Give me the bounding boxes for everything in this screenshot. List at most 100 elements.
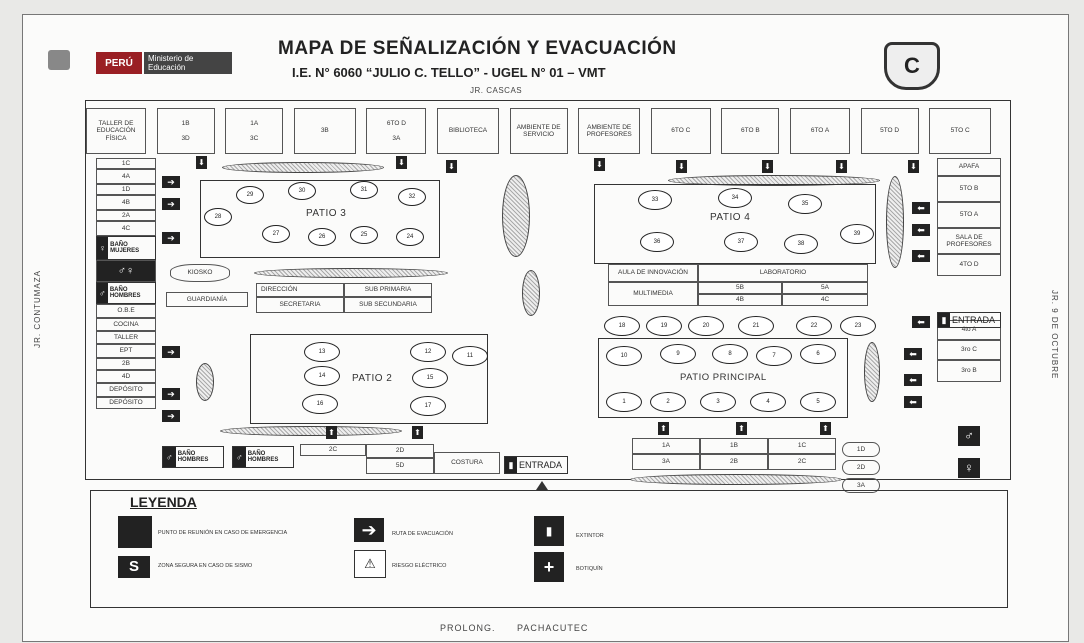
right-room-1: 5TO B xyxy=(937,176,1001,202)
left-room-2: 1D xyxy=(96,184,156,195)
meeting-point-p4-3: 36 xyxy=(640,232,674,252)
small-room-2: 3A xyxy=(842,478,880,493)
room-4c: 4C xyxy=(782,294,868,306)
legend-extinguisher: EXTINTOR xyxy=(576,533,604,539)
evacuation-arrow-left-icon: ⬅ xyxy=(904,396,922,408)
evacuation-arrow-down-icon: ⬇ xyxy=(676,160,687,173)
safe-zone-legend-icon: S xyxy=(118,556,150,578)
evacuation-arrow-left-icon: ⬅ xyxy=(912,316,930,328)
legend-evacuation-route: RUTA DE EVACUACIÓN xyxy=(392,531,453,537)
top-room-label: 6TO D xyxy=(386,119,406,127)
safe-zone-principal-right xyxy=(864,342,880,402)
evacuation-arrow-right-icon: ➔ xyxy=(162,346,180,358)
left-room-bano-8: ♂BAÑO HOMBRES xyxy=(96,282,156,304)
sub-secundaria: SUB SECUNDARIA xyxy=(344,297,432,313)
left-room-3: 4B xyxy=(96,195,156,210)
meeting-point-p4-6: 39 xyxy=(840,224,874,244)
meeting-point-pt-0: 18 xyxy=(604,316,640,336)
top-room-sublabel: 3D xyxy=(181,134,190,142)
room-2c: 2C xyxy=(300,444,366,456)
evacuation-arrow-down-icon: ⬇ xyxy=(446,160,457,173)
meeting-point-p2-1: 12 xyxy=(410,342,446,362)
top-room-9: 6TO B xyxy=(721,108,780,154)
bottom-right-room-1-1: 2B xyxy=(700,454,768,470)
evacuation-arrow-right-icon: ➔ xyxy=(162,198,180,210)
safe-zone-patio2-bottom xyxy=(220,426,402,436)
meeting-point-pp-2: 8 xyxy=(712,344,748,364)
top-room-label: 5TO D xyxy=(880,127,900,135)
top-room-label: BIBLIOTECA xyxy=(448,127,488,135)
meeting-point-p4-5: 38 xyxy=(784,234,818,254)
meeting-point-p4-1: 34 xyxy=(718,188,752,208)
legend-first-aid: BOTIQUÍN xyxy=(576,566,603,572)
secretaria: SECRETARIA xyxy=(256,297,344,313)
patio-4-label: PATIO 4 xyxy=(710,212,751,223)
evacuation-arrow-left-icon: ⬅ xyxy=(912,202,930,214)
room-5d: 5D xyxy=(366,458,434,474)
entrada-sign-bottom: ▮ENTRADA xyxy=(504,456,568,474)
restroom-woman-icon: ♀ xyxy=(958,458,980,478)
meeting-point-pp-5: 1 xyxy=(606,392,642,412)
meeting-point-p2-6: 17 xyxy=(410,396,446,416)
top-room-label: AMBIENTE DE PROFESORES xyxy=(586,123,632,138)
bottom-right-room-1-0: 3A xyxy=(632,454,700,470)
evacuation-arrow-down-icon: ⬇ xyxy=(594,158,605,171)
bottom-right-room-1-2: 2C xyxy=(768,454,836,470)
meeting-point-p2-5: 16 xyxy=(302,394,338,414)
safe-zone-bottom-right xyxy=(630,474,842,485)
top-room-8: 6TO C xyxy=(650,108,711,154)
evacuation-arrow-right-icon: ➔ xyxy=(162,388,180,400)
top-room-11: 5TO D xyxy=(860,108,919,154)
top-room-label: 6TO B xyxy=(741,127,760,135)
legend-meeting-point: PUNTO DE REUNIÓN EN CASO DE EMERGENCIA xyxy=(158,530,288,536)
evacuation-route-legend-icon: ➔ xyxy=(354,518,384,542)
safe-zone-center-small xyxy=(522,270,540,316)
patio-3 xyxy=(200,180,440,258)
left-room-14: 4D xyxy=(96,370,156,383)
meeting-point-pp-9: 5 xyxy=(800,392,836,412)
school-logo-icon: C xyxy=(884,42,940,90)
bottom-right-room-0-0: 1A xyxy=(632,438,700,454)
patio-principal-label: PATIO PRINCIPAL xyxy=(680,372,767,383)
restroom-pair-icon: ♂♀ xyxy=(96,260,156,282)
patio-2 xyxy=(250,334,488,424)
top-room-label: 3B xyxy=(320,127,329,135)
right-room-2: 5TO A xyxy=(937,202,1001,228)
safe-zone-patio2-left xyxy=(196,363,214,401)
meeting-point-p4-2: 35 xyxy=(788,194,822,214)
safe-zone-center-oval xyxy=(502,175,530,257)
evacuation-arrow-right-icon: ➔ xyxy=(162,410,180,422)
extinguisher-legend-icon: ▮ xyxy=(534,516,564,546)
man-icon: ♂ xyxy=(97,283,108,303)
meeting-point-pp-7: 3 xyxy=(700,392,736,412)
meeting-point-pp-3: 7 xyxy=(756,346,792,366)
direccion: DIRECCIÓN xyxy=(256,283,344,297)
left-room-13: 2B xyxy=(96,358,156,370)
safe-zone-left-vertical xyxy=(886,176,904,268)
meeting-point-pp-4: 6 xyxy=(800,344,836,364)
meeting-point-pt-4: 22 xyxy=(796,316,832,336)
top-room-label: 6TO C xyxy=(671,127,691,135)
aula-innovacion: AULA DE INNOVACIÓN xyxy=(608,264,698,282)
right-room-4: 4TO D xyxy=(937,254,1001,276)
warning-icon xyxy=(536,481,548,490)
evacuation-arrow-up-icon: ⬆ xyxy=(412,426,423,439)
meeting-point-pp-6: 2 xyxy=(650,392,686,412)
top-room-sublabel: 3A xyxy=(392,134,401,142)
meeting-point-p3-3: 32 xyxy=(398,188,426,206)
evacuation-arrow-down-icon: ⬇ xyxy=(396,156,407,169)
right-room-3: SALA DE PROFESORES xyxy=(937,228,1001,254)
costura: COSTURA xyxy=(434,452,500,474)
evacuation-arrow-up-icon: ⬆ xyxy=(326,426,337,439)
meeting-point-p4-0: 33 xyxy=(638,190,672,210)
ministerio-badge: Ministerio de Educación xyxy=(144,52,232,74)
multimedia: MULTIMEDIA xyxy=(608,282,698,306)
evacuation-arrow-left-icon: ⬅ xyxy=(904,374,922,386)
meeting-point-p3-7: 25 xyxy=(350,226,378,244)
bottom-right-room-0-2: 1C xyxy=(768,438,836,454)
meeting-point-p3-5: 27 xyxy=(262,225,290,243)
